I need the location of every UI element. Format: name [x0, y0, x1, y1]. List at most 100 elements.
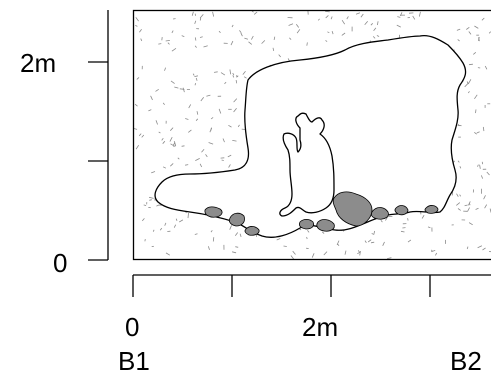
fragment [394, 205, 409, 216]
speckle-mark [400, 230, 405, 233]
speckle-mark [188, 129, 192, 133]
speckle-mark [419, 11, 421, 17]
fragment [424, 205, 439, 214]
speckle-mark [191, 11, 194, 16]
speckle-mark [208, 246, 210, 251]
speckle-mark [194, 75, 198, 77]
speckle-mark [136, 77, 140, 80]
speckle-mark [451, 191, 454, 196]
speckle-mark [468, 31, 472, 35]
speckle-mark [181, 145, 185, 147]
speckle-mark [172, 142, 176, 146]
speckle-mark [235, 75, 239, 78]
speckle-mark [466, 246, 469, 250]
speckle-mark [292, 250, 296, 255]
speckle-mark [205, 154, 208, 158]
speckle-mark [248, 41, 253, 45]
speckle-mark [175, 218, 178, 221]
speckle-mark [224, 81, 227, 85]
speckle-mark [355, 12, 361, 15]
speckle-mark [165, 40, 170, 42]
speckle-mark [482, 247, 486, 251]
speckle-mark [243, 76, 247, 79]
fragment [332, 191, 373, 227]
speckle-mark [481, 161, 484, 165]
speckle-mark [396, 24, 401, 28]
speckle-mark [227, 154, 232, 158]
speckle-mark [457, 39, 460, 42]
speckle-mark [230, 40, 234, 46]
speckle-mark [143, 204, 147, 206]
fragment [370, 207, 389, 220]
speckle-mark [199, 163, 203, 168]
speckle-mark [152, 229, 155, 232]
speckle-mark [158, 43, 162, 45]
speckle-mark [283, 245, 287, 247]
speckle-mark [232, 251, 237, 254]
speckle-mark [212, 237, 215, 242]
speckle-mark [173, 145, 176, 147]
speckle-mark [208, 142, 214, 145]
speckle-mark [185, 164, 189, 166]
speckle-mark [177, 157, 180, 160]
speckle-mark [456, 202, 461, 206]
speckle-mark [407, 218, 409, 221]
speckle-mark [475, 109, 477, 114]
speckle-mark [148, 109, 152, 112]
speckle-mark [341, 19, 346, 25]
speckle-mark [199, 17, 202, 21]
speckle-mark [273, 36, 276, 40]
speckle-mark [203, 45, 208, 48]
speckle-mark [344, 250, 347, 255]
speckle-mark [234, 232, 239, 236]
speckle-mark [468, 202, 471, 206]
speckle-mark [431, 250, 436, 253]
speckle-mark [364, 21, 369, 26]
speckle-mark [232, 75, 235, 78]
speckle-mark [325, 40, 328, 42]
speckle-mark [484, 65, 488, 70]
speckle-mark [196, 111, 199, 115]
speckle-mark [228, 164, 231, 168]
speckle-mark [397, 16, 401, 18]
speckle-mark [459, 166, 462, 169]
speckle-mark [228, 124, 232, 128]
speckle-mark [187, 213, 189, 219]
speckle-mark [167, 42, 170, 45]
speckle-mark [233, 108, 237, 113]
speckle-mark [199, 14, 204, 19]
speckle-mark [330, 16, 333, 20]
speckle-mark [359, 251, 361, 256]
speckle-mark [222, 138, 225, 143]
speckle-mark [195, 77, 198, 81]
speckle-mark [341, 32, 346, 36]
speckle-mark [242, 71, 246, 75]
speckle-mark [170, 163, 174, 167]
speckle-mark [135, 17, 139, 22]
speckle-mark [135, 25, 138, 27]
speckle-mark [474, 25, 479, 29]
speckle-mark [140, 38, 143, 42]
speckle-mark [235, 246, 239, 248]
speckle-mark [376, 35, 380, 37]
speckle-mark [156, 204, 160, 207]
speckle-mark [336, 240, 340, 246]
speckle-mark [213, 71, 218, 73]
speckle-mark [233, 98, 238, 103]
speckle-mark [158, 131, 161, 134]
fragment [204, 206, 223, 218]
speckle-mark [370, 241, 375, 244]
speckle-mark [467, 207, 470, 212]
section-label-left: B1 [118, 346, 150, 376]
speckle-mark [435, 252, 438, 256]
speckle-mark [170, 127, 174, 131]
speckle-mark [479, 164, 481, 169]
speckle-mark [346, 16, 349, 20]
speckle-mark [134, 103, 138, 107]
speckle-mark [481, 17, 485, 21]
speckle-mark [373, 230, 375, 234]
speckle-mark [239, 233, 242, 238]
speckle-mark [457, 208, 461, 211]
speckle-mark [138, 133, 142, 137]
speckle-mark [466, 26, 470, 30]
